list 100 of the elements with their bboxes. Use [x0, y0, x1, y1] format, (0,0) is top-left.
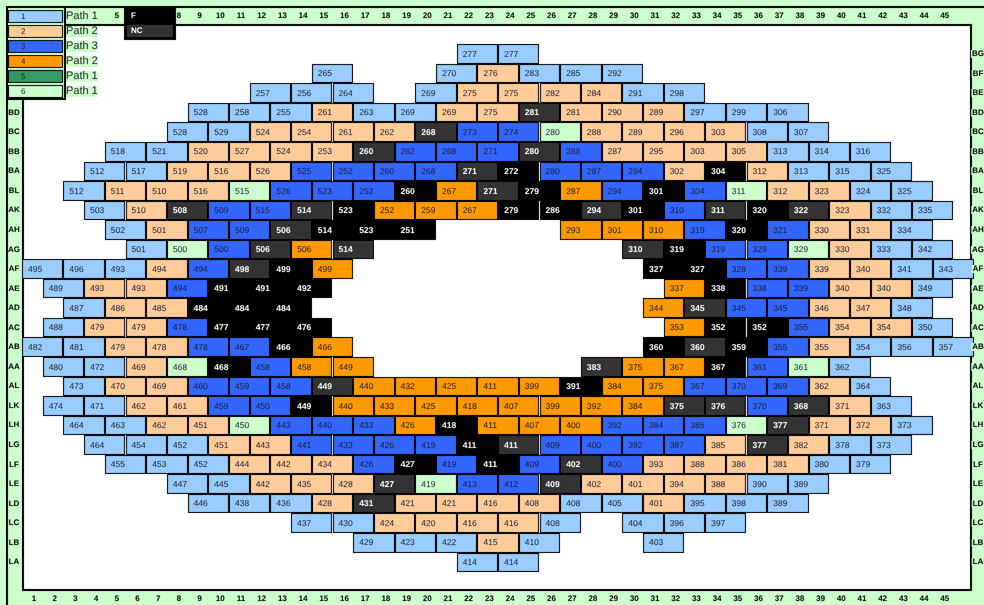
- numbered-cell: 408: [540, 513, 581, 533]
- numbered-cell: 525: [291, 162, 332, 182]
- numbered-cell: 507: [188, 220, 229, 240]
- numbered-cell: 274: [498, 122, 540, 142]
- column-number: 25: [526, 595, 536, 603]
- numbered-cell: 468: [208, 357, 250, 377]
- numbered-cell: 524: [250, 122, 292, 142]
- row-label: LD: [8, 500, 20, 508]
- column-number: 18: [381, 12, 390, 20]
- numbered-cell: 493: [84, 278, 126, 298]
- row-label: LA: [8, 558, 20, 566]
- numbered-cell: 252: [374, 200, 416, 220]
- numbered-cell: 444: [229, 454, 270, 474]
- numbered-cell: 403: [643, 532, 684, 553]
- numbered-cell: 410: [518, 532, 560, 553]
- numbered-cell: 459: [229, 376, 270, 396]
- numbered-cell: 392: [622, 435, 664, 455]
- column-number: 23: [484, 595, 494, 603]
- swatch-number: 3: [21, 42, 26, 50]
- numbered-cell: 528: [166, 122, 208, 142]
- numbered-cell: 443: [270, 416, 312, 436]
- numbered-cell: 327: [643, 259, 684, 279]
- numbered-cell: 514: [332, 240, 374, 260]
- numbered-cell: 421: [394, 494, 436, 514]
- numbered-cell: 449: [312, 376, 354, 396]
- numbered-cell: 402: [560, 454, 602, 474]
- numbered-cell: 518: [104, 142, 146, 162]
- legend-label: Path 1: [66, 71, 98, 82]
- numbered-cell: 486: [104, 298, 146, 318]
- row-label: LA: [972, 558, 984, 566]
- numbered-cell: 477: [208, 318, 250, 338]
- numbered-cell: 481: [63, 337, 105, 358]
- column-number: 43: [898, 595, 908, 603]
- numbered-cell: 471: [84, 396, 126, 416]
- column-number: 37: [774, 12, 784, 20]
- numbered-cell: 514: [312, 220, 354, 240]
- numbered-cell: 272: [498, 162, 540, 182]
- numbered-cell: 407: [518, 416, 560, 436]
- numbered-cell: 516: [208, 162, 250, 182]
- numbered-cell: 445: [208, 474, 250, 494]
- numbered-cell: 416: [477, 494, 519, 514]
- numbered-cell: 345: [767, 298, 809, 318]
- column-number: 16: [340, 12, 349, 20]
- row-label: AH: [971, 226, 984, 234]
- column-number: 37: [774, 595, 784, 603]
- row-label: BG: [971, 50, 984, 58]
- numbered-cell: 442: [270, 454, 312, 474]
- numbered-cell: 313: [788, 162, 830, 182]
- column-number: 5: [114, 12, 120, 20]
- column-number: 41: [858, 595, 866, 603]
- numbered-cell: 281: [560, 102, 602, 122]
- row-label: LE: [8, 480, 20, 488]
- numbered-cell: 287: [560, 181, 602, 201]
- legend-label: Path 1: [66, 86, 98, 97]
- numbered-cell: 371: [829, 396, 871, 416]
- numbered-cell: 269: [415, 83, 457, 103]
- column-number: 13: [278, 12, 287, 20]
- column-number: 30: [630, 12, 639, 20]
- row-label: AL: [972, 382, 984, 390]
- numbered-cell: 279: [518, 181, 560, 201]
- numbered-cell: 287: [602, 142, 643, 162]
- numbered-cell: 512: [63, 181, 105, 201]
- numbered-cell: 419: [436, 454, 478, 474]
- row-label: LC: [8, 519, 20, 528]
- row-label: BC: [971, 128, 984, 136]
- numbered-cell: 414: [456, 552, 498, 572]
- legend-label: F: [131, 12, 136, 20]
- numbered-cell: 377: [746, 435, 788, 455]
- numbered-cell: 460: [188, 376, 229, 396]
- numbered-cell: 289: [643, 102, 684, 122]
- numbered-cell: 401: [622, 474, 664, 494]
- numbered-cell: 489: [42, 278, 84, 298]
- numbered-cell: 373: [891, 416, 933, 436]
- numbered-cell: 492: [291, 278, 332, 298]
- column-number: 19: [402, 595, 412, 603]
- numbered-cell: 495: [22, 259, 64, 279]
- column-number: 16: [340, 595, 349, 603]
- numbered-cell: 466: [270, 337, 312, 358]
- numbered-cell: 298: [664, 83, 706, 103]
- numbered-cell: 331: [850, 220, 892, 240]
- numbered-cell: 305: [726, 142, 768, 162]
- numbered-cell: 356: [891, 337, 933, 358]
- column-number: 17: [360, 595, 370, 603]
- column-number: 19: [402, 12, 412, 20]
- numbered-cell: 310: [622, 240, 664, 260]
- legend-label: Path 2: [66, 26, 98, 37]
- column-number: 36: [754, 595, 763, 603]
- column-number: 13: [278, 595, 287, 603]
- numbered-cell: 363: [870, 396, 912, 416]
- column-number: 39: [816, 12, 826, 20]
- numbered-cell: 422: [436, 532, 478, 553]
- swatch-number: 4: [21, 58, 26, 66]
- numbered-cell: 375: [664, 396, 706, 416]
- numbered-cell: 487: [63, 298, 105, 318]
- numbered-cell: 396: [664, 513, 706, 533]
- column-number: 31: [650, 595, 660, 603]
- column-number: 38: [795, 12, 804, 20]
- numbered-cell: 431: [353, 494, 395, 514]
- numbered-cell: 498: [229, 259, 270, 279]
- numbered-cell: 339: [808, 259, 850, 279]
